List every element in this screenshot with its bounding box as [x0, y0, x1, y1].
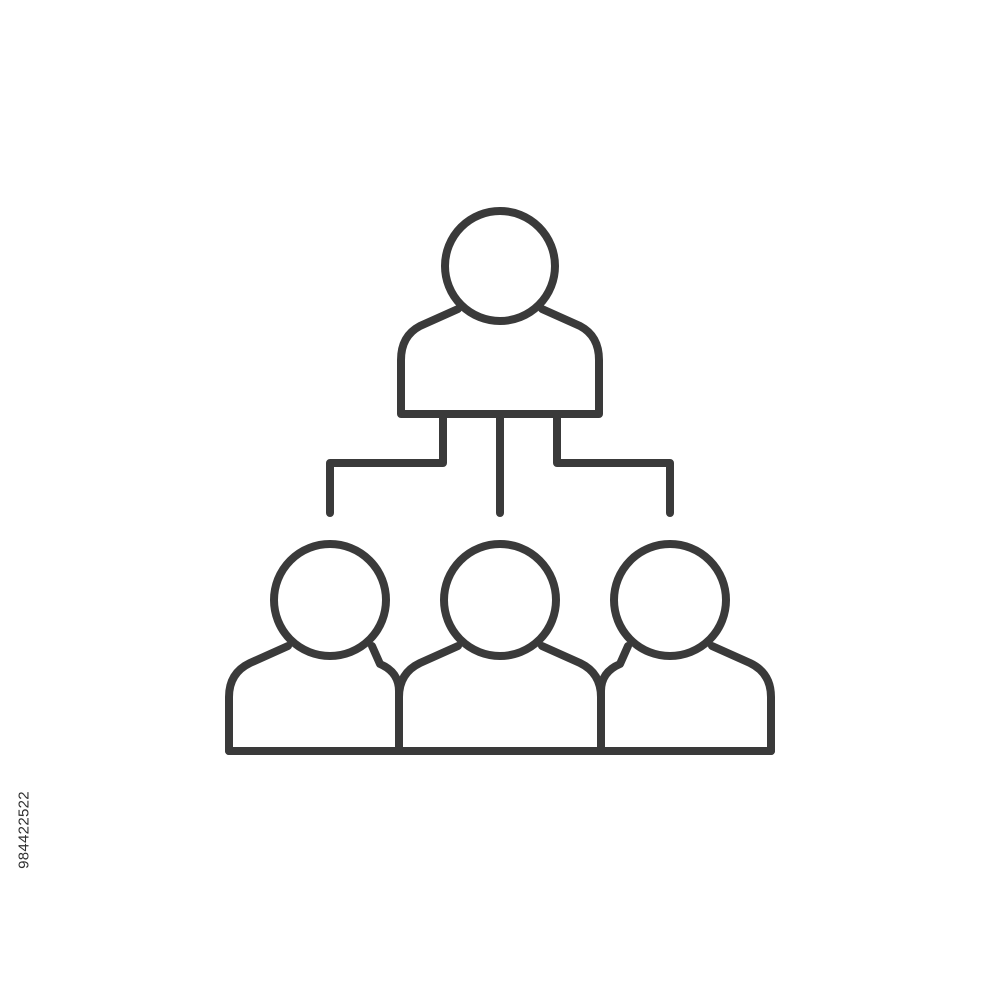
top-person-icon	[397, 207, 603, 418]
team-member-right-icon	[597, 540, 775, 755]
team-member-left-icon	[225, 540, 403, 755]
team-member-center-body	[395, 642, 605, 755]
team-member-left-head	[270, 540, 390, 660]
team-member-center-head	[440, 540, 560, 660]
team-member-right-head	[610, 540, 730, 660]
team-member-right-body	[597, 642, 775, 755]
connector-left	[326, 414, 447, 517]
team-member-center-icon	[395, 540, 605, 755]
stock-image-id: 984422522	[15, 791, 33, 869]
top-person-head	[441, 207, 559, 325]
team-member-left-body	[225, 642, 403, 755]
connector-right	[553, 414, 674, 517]
branch-connector-icon	[326, 414, 674, 517]
